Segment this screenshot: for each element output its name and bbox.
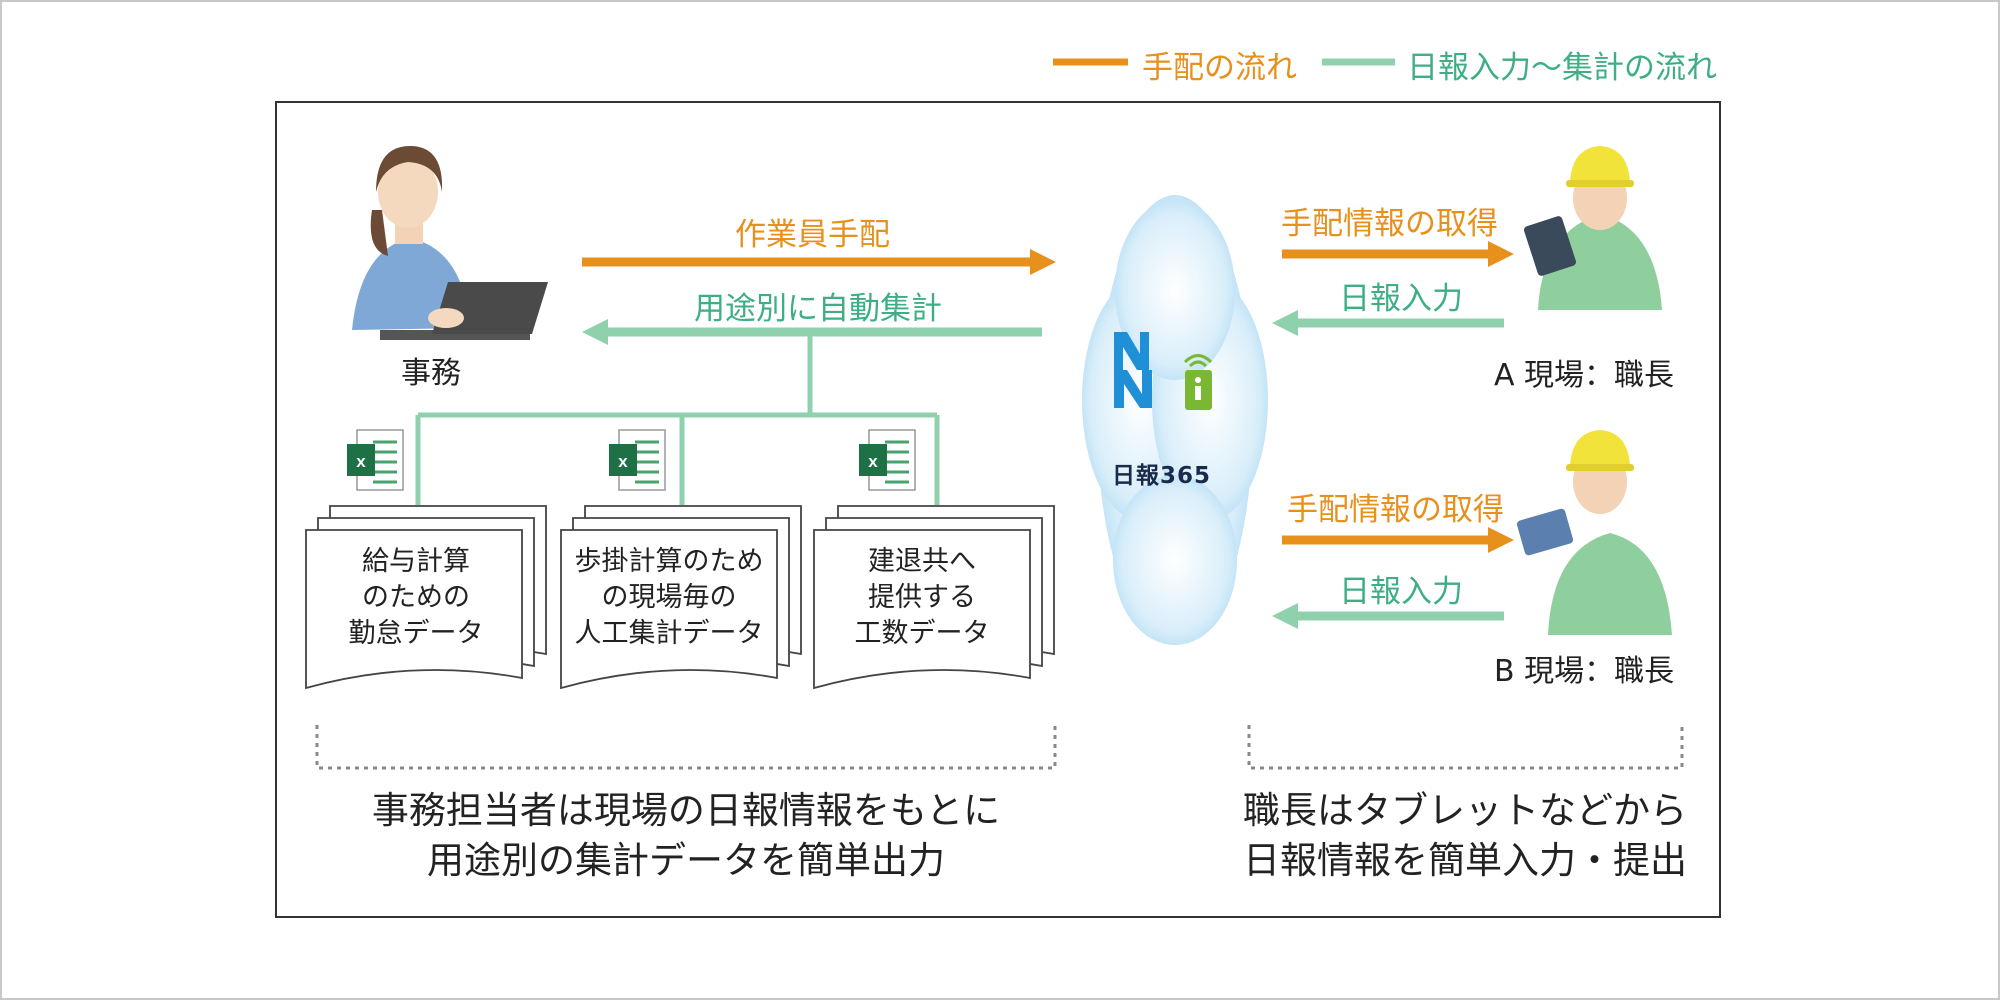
- document-line: 建退共へ: [868, 546, 976, 577]
- right-caption-line2: 日報情報を簡単入力・提出: [1243, 839, 1687, 882]
- document-stack: [305, 505, 547, 690]
- document-line: 提供する: [868, 582, 976, 613]
- aggregate-connector-lines: [415, 332, 940, 505]
- document-line: 勤怠データ: [348, 618, 484, 649]
- worker-a-illustration: [1523, 146, 1662, 310]
- arrange-workers-label: 作業員手配: [735, 217, 890, 253]
- document-line: のための: [362, 582, 470, 613]
- left-caption-line1: 事務担当者は現場の日報情報をもとに: [371, 789, 1001, 832]
- auto-aggregate-label: 用途別に自動集計: [694, 291, 942, 327]
- service-name-label: 日報365: [1112, 463, 1212, 489]
- legend-arrange-label: 手配の流れ: [1142, 50, 1297, 86]
- legend-report-label: 日報入力〜集計の流れ: [1407, 50, 1717, 86]
- worker-b-illustration: [1516, 430, 1672, 635]
- document-stack: [813, 505, 1055, 690]
- aggregate-arrow-office: [582, 319, 1042, 345]
- document-stack: [560, 505, 802, 690]
- svg-text:x: x: [356, 452, 366, 471]
- right-caption-line1: 職長はタブレットなどから: [1243, 789, 1687, 832]
- svg-text:x: x: [868, 452, 878, 471]
- document-line: 人工集計データ: [574, 618, 764, 649]
- input-arrow-site-a: [1272, 310, 1504, 336]
- document-retirement-text: 建退共へ 提供する 工数データ: [829, 544, 1015, 652]
- left-caption: 事務担当者は現場の日報情報をもとに 用途別の集計データを簡単出力: [316, 786, 1056, 886]
- document-productivity-text: 歩掛計算のため の現場毎の 人工集計データ: [569, 544, 769, 652]
- site-b-input-label: 日報入力: [1339, 574, 1463, 610]
- right-bracket: [1247, 725, 1684, 770]
- excel-icon: x: [347, 429, 404, 491]
- arrange-arrow-site-b: [1282, 527, 1514, 553]
- diagram-frame: [275, 101, 1721, 918]
- cloud-shape: [1082, 195, 1268, 645]
- right-caption: 職長はタブレットなどから 日報情報を簡単入力・提出: [1230, 786, 1700, 886]
- svg-text:x: x: [618, 452, 628, 471]
- document-payroll-text: 給与計算 のための 勤怠データ: [326, 544, 506, 652]
- excel-icon: x: [859, 429, 916, 491]
- document-line: 給与計算: [362, 546, 470, 577]
- site-a-get-arrangement-label: 手配情報の取得: [1281, 206, 1498, 242]
- site-b-foreman-label: B 現場：職長: [1494, 654, 1675, 689]
- document-line: 歩掛計算のため: [574, 546, 764, 577]
- arrange-arrow-site-a: [1282, 241, 1514, 267]
- office-worker-illustration: [352, 146, 548, 340]
- input-arrow-site-b: [1272, 603, 1504, 629]
- site-b-get-arrangement-label: 手配情報の取得: [1287, 492, 1504, 528]
- site-a-input-label: 日報入力: [1339, 281, 1463, 317]
- nippo365-logo: [1114, 332, 1213, 410]
- left-caption-line2: 用途別の集計データを簡単出力: [427, 839, 945, 882]
- office-label: 事務: [401, 356, 461, 391]
- left-bracket: [315, 725, 1057, 770]
- arrange-arrow-office: [582, 249, 1056, 275]
- site-a-foreman-label: A 現場：職長: [1494, 358, 1675, 393]
- document-line: 工数データ: [854, 618, 990, 649]
- document-line: の現場毎の: [601, 582, 737, 613]
- excel-icon: x: [609, 429, 666, 491]
